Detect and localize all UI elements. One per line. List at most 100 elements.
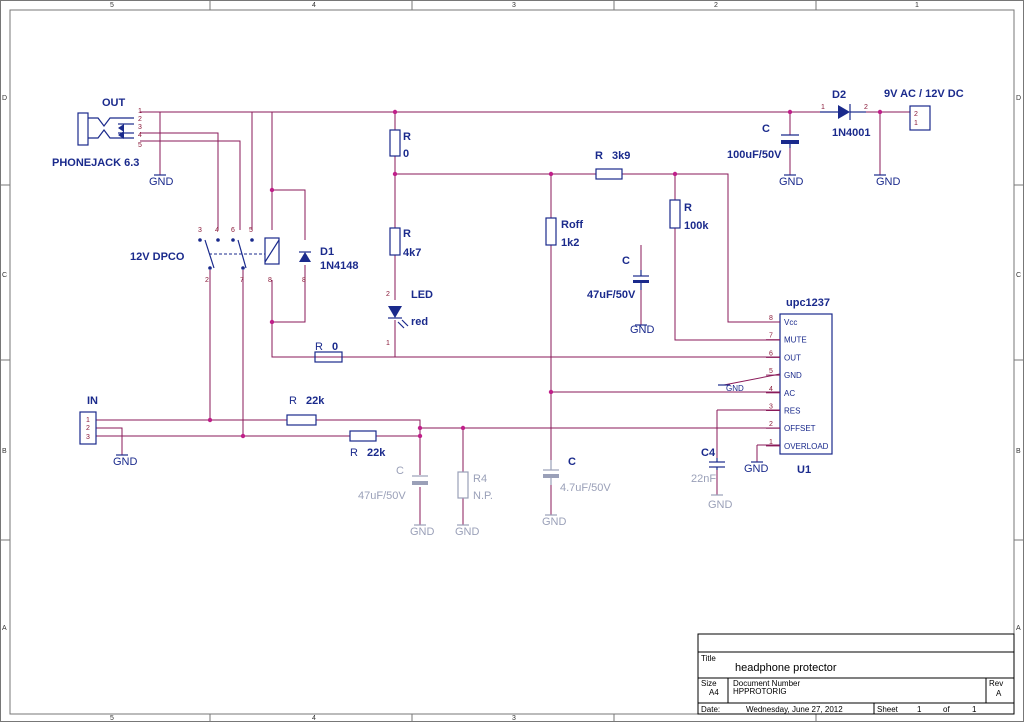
frame-row-b: B (2, 448, 7, 455)
tb-sheet: 1 (917, 705, 922, 714)
ic-pin-number-7: 7 (769, 333, 773, 340)
frame-col-5: 5 (110, 2, 114, 9)
r0-value: 0 (332, 341, 338, 353)
diode-d2: 1 2 D2 1N4001 (820, 89, 871, 139)
relay-pin-2: 2 (205, 277, 209, 284)
frame-col-3-bottom: 3 (512, 715, 516, 722)
r0-ref: R (315, 341, 323, 353)
d1-ref: D1 (320, 246, 334, 258)
capacitor-c47: C 47uF/50V (587, 255, 649, 301)
led-pin-2: 2 (386, 291, 390, 298)
phonejack-label: PHONEJACK 6.3 (52, 157, 139, 169)
relay-pin-8b: 8 (302, 277, 306, 284)
wires (96, 111, 910, 525)
gnd-c-in: GND (410, 526, 435, 538)
ic-name: upc1237 (786, 297, 830, 309)
relay-pin-4: 4 (215, 227, 219, 234)
c4-value: 22nF (691, 473, 716, 485)
gnd-in: GND (113, 456, 138, 468)
ic-pin-number-6: 6 (769, 350, 773, 357)
c47-ref: C (622, 255, 630, 267)
frame-row-a: A (2, 625, 7, 632)
title-block: Title headphone protector Size A4 Docume… (697, 633, 1015, 715)
capacitor-c-in: C 47uF/50V (358, 465, 428, 502)
r-3k9-ref: R (595, 150, 603, 162)
power-label: 9V AC / 12V DC (884, 88, 964, 100)
roff-ref: Roff (561, 219, 583, 231)
tb-size: A4 (709, 688, 719, 697)
tb-of: 1 (972, 705, 977, 714)
frame-row-b-right: B (1016, 448, 1021, 455)
frame-col-4-bottom: 4 (312, 715, 316, 722)
r22b-value: 22k (367, 447, 386, 459)
tb-docnum: HPPROTORIG (733, 687, 787, 696)
frame-col-5-bottom: 5 (110, 715, 114, 722)
r-4k7-ref: R (403, 228, 411, 240)
gnd-ic-pin5: GND (726, 384, 744, 393)
in-label: IN (87, 395, 98, 407)
power-connector: 2 1 9V AC / 12V DC (884, 88, 964, 131)
relay-dpco: 3 4 6 5 2 7 8 8 12V DPCO (130, 227, 306, 284)
in-pin-3: 3 (86, 434, 90, 441)
jack-pin-4: 4 (138, 132, 142, 139)
tb-title: headphone protector (735, 662, 837, 674)
c-in-value: 47uF/50V (358, 490, 406, 502)
ic-pin-name-out: OUT (784, 353, 801, 362)
ic-pin-name-mute: MUTE (784, 336, 807, 345)
r22a-value: 22k (306, 395, 325, 407)
r4-ref: R4 (473, 473, 487, 485)
capacitor-c100: C 100uF/50V (727, 123, 799, 161)
gnd-jack: GND (149, 176, 174, 188)
ic-pin-number-4: 4 (769, 386, 773, 393)
frame-col-1: 1 (915, 2, 919, 9)
in-pin-2: 2 (86, 425, 90, 432)
relay-pin-8: 8 (268, 277, 272, 284)
power-pin-1: 1 (914, 120, 918, 127)
r-3k9-value: 3k9 (612, 150, 630, 162)
r-100k-value: 100k (684, 220, 709, 232)
c47u-value: 4.7uF/50V (560, 482, 611, 494)
d2-pin-2: 2 (864, 104, 868, 111)
resistor-r22k-b: R 22k (349, 430, 386, 459)
junction-dots (207, 109, 883, 439)
capacitor-c47u: C 4.7uF/50V (543, 456, 611, 494)
c100-ref: C (762, 123, 770, 135)
relay-pin-3: 3 (198, 227, 202, 234)
resistor-r0: R 0 (314, 341, 343, 363)
d2-pin-1: 1 (821, 104, 825, 111)
c47u-ref: C (568, 456, 576, 468)
diode-d1: D1 1N4148 (299, 246, 359, 272)
tb-of-label: of (943, 705, 950, 714)
frame-row-a-right: A (1016, 625, 1021, 632)
gnd-r4: GND (455, 526, 480, 538)
tb-sheet-label: Sheet (877, 705, 899, 714)
resistor-r-top: R 0 (389, 129, 411, 160)
r22b-ref: R (350, 447, 358, 459)
gnd-c4: GND (708, 499, 733, 511)
resistor-r-100k: R 100k (669, 199, 709, 232)
ic-ref: U1 (797, 464, 811, 476)
r-4k7-value: 4k7 (403, 247, 421, 259)
r-top-value: 0 (403, 148, 409, 160)
tb-docnum-label: Document Number (733, 679, 800, 688)
ic-pin-number-5: 5 (769, 368, 773, 375)
c4-ref: C4 (701, 447, 716, 459)
d2-value: 1N4001 (832, 127, 871, 139)
gnd-c100: GND (779, 176, 804, 188)
ic-pin-number-8: 8 (769, 315, 773, 322)
frame-row-c: C (2, 272, 7, 279)
ic-pin-number-2: 2 (769, 421, 773, 428)
phonejack-out: 1 2 3 4 5 OUT PHONEJACK 6.3 (52, 97, 142, 169)
tb-rev-label: Rev (989, 679, 1003, 688)
resistor-r4: R4 N.P. (457, 471, 493, 502)
jack-pin-2: 2 (138, 116, 142, 123)
ic-pin-number-1: 1 (769, 439, 773, 446)
r-top-ref: R (403, 131, 411, 143)
tb-date: Wednesday, June 27, 2012 (746, 705, 843, 714)
ic-pin-name-ac: AC (784, 389, 795, 398)
c-in-ref: C (396, 465, 404, 477)
ic-pin-number-3: 3 (769, 404, 773, 411)
resistor-r-3k9: R 3k9 (595, 150, 630, 180)
